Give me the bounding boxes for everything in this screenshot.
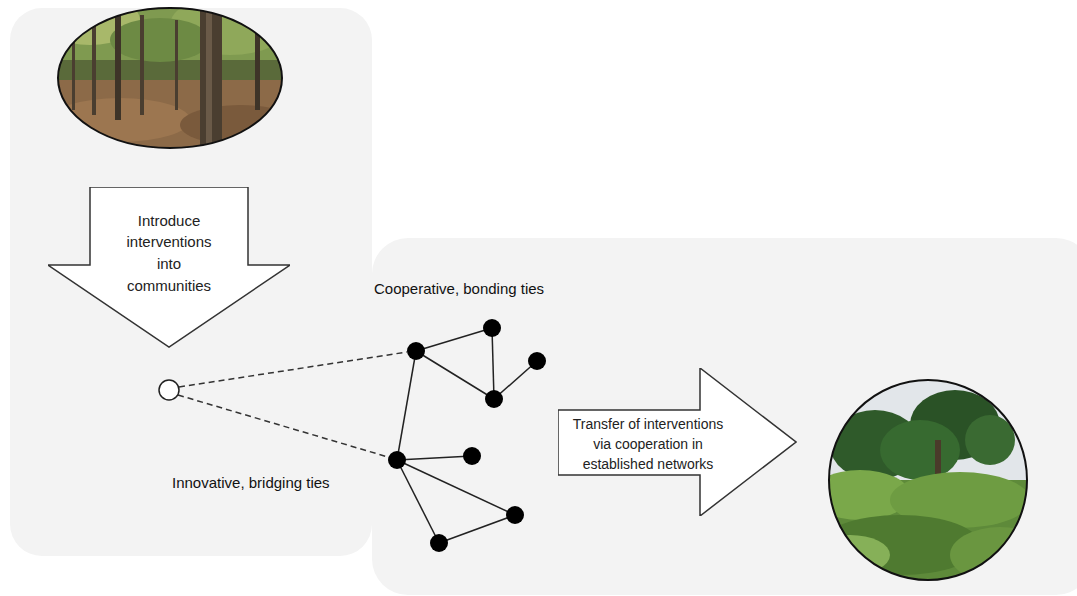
arrow-shape: Transfer of interventions via cooperatio… (558, 368, 797, 516)
photo-border (829, 380, 1027, 580)
tie-label: Cooperative, bonding ties (374, 280, 544, 297)
network-dots (388, 319, 546, 552)
left-panel (10, 8, 372, 556)
dashed-ties (178, 352, 407, 457)
forest-photo (40, 0, 300, 160)
open-node (159, 380, 179, 400)
arrow-text: Introduce interventions into communities (117, 210, 222, 297)
arrow-text: Transfer of interventions via cooperatio… (565, 414, 731, 475)
right-panel (372, 238, 1077, 595)
tie-label: Innovative, bridging ties (172, 474, 330, 491)
arrow-shape: Introduce interventions into communities (48, 187, 290, 348)
network-ties (397, 328, 537, 543)
agroforest-photo (810, 378, 1050, 585)
photo-border (58, 8, 282, 148)
